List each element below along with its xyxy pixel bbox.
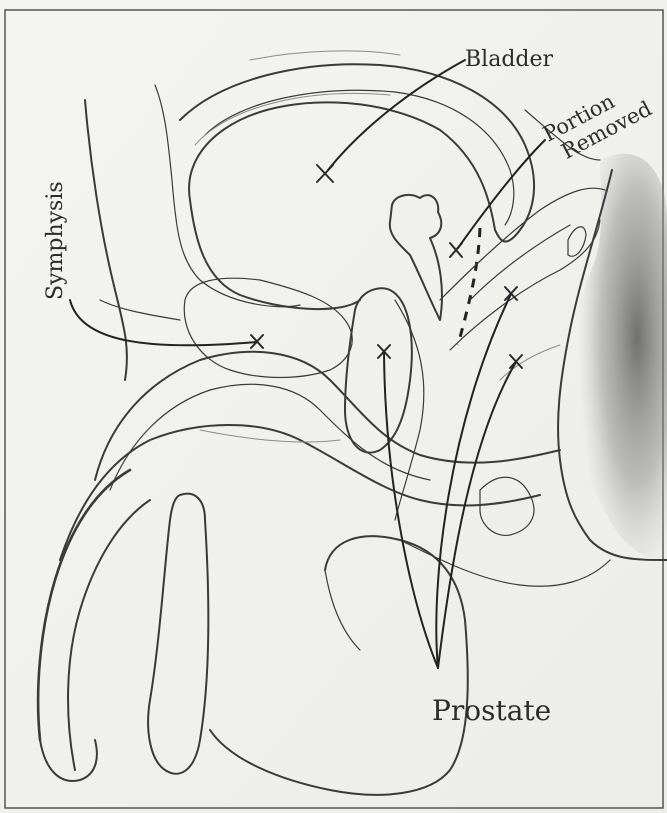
prostate-label: Prostate	[432, 694, 551, 727]
symphysis-label: Symphysis	[43, 181, 68, 300]
bladder-label: Bladder	[465, 47, 554, 72]
